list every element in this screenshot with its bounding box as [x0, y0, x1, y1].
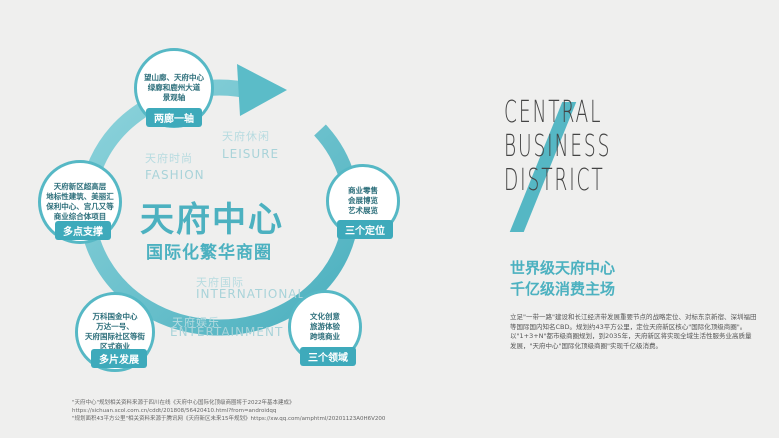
center-title: 天府中心: [140, 200, 284, 240]
ghost-international-en: INTERNATIONAL: [196, 287, 306, 301]
cbd-line-1: CENTRAL: [504, 95, 603, 130]
center-subtitle: 国际化繁华商圈: [146, 243, 272, 263]
footnote-3: "规划面积43平方公里"相关资料来源于腾讯网《天府新区未来15年规划》https…: [72, 416, 386, 422]
node-left-label: 多点支撑: [55, 221, 111, 240]
node-bottom-right-label: 三个领域: [300, 347, 356, 366]
cbd-line-2: BUSINESS: [504, 129, 612, 164]
node-bottom-left-text: 万科国金中心 万达一号、 天府国际社区等街 区式商业: [85, 312, 145, 351]
ghost-leisure-cn: 天府休闲: [222, 130, 270, 143]
cbd-wordmark: CENTRAL BUSINESS DISTRICT: [504, 96, 677, 198]
footnotes: "天府中心"规划相关资料来源于四川在线《天府中心国际化顶级商圈将于2022年基本…: [72, 399, 385, 423]
ghost-entertainment-cn: 天府娱乐: [172, 316, 220, 329]
node-left-text: 天府新区超高层 地标性建筑、美丽汇 保利中心、宫几又等 商业综合体项目: [46, 182, 114, 221]
footnote-1: "天府中心"规划相关资料来源于四川在线《天府中心国际化顶级商圈将于2022年基本…: [72, 400, 295, 406]
node-top-label: 两廊一轴: [146, 108, 202, 127]
ghost-fashion-en: FASHION: [145, 168, 205, 182]
arrow-head-icon: [237, 64, 287, 116]
headline-2: 千亿级消费主场: [510, 280, 616, 298]
ghost-entertainment-en: ENTERTAINMENT: [170, 325, 284, 339]
node-top-text: 望山廊、天府中心 绿廊和鹿州大道 景观轴: [144, 73, 204, 102]
ghost-international-cn: 天府国际: [196, 276, 244, 289]
headline-1: 世界级天府中心: [510, 259, 616, 277]
node-right-text: 商业零售 会展博览 艺术展览: [348, 186, 378, 215]
cbd-line-3: DISTRICT: [504, 163, 605, 198]
ghost-leisure-en: LEISURE: [222, 147, 280, 161]
ghost-fashion-cn: 天府时尚: [145, 152, 193, 165]
node-right-label: 三个定位: [337, 220, 393, 239]
node-bottom-right-text: 文化创意 旅游体验 跨境商业: [310, 312, 340, 341]
footnote-2: https://sichuan.scol.com.cn/cddt/201808/…: [72, 408, 277, 414]
node-bottom-left-label: 多片发展: [91, 349, 147, 368]
cbd-paragraph: 立足"一带一路"建设和长江经济带发展重要节点的战略定位、对标东京新宿、深圳福田等…: [510, 313, 757, 350]
